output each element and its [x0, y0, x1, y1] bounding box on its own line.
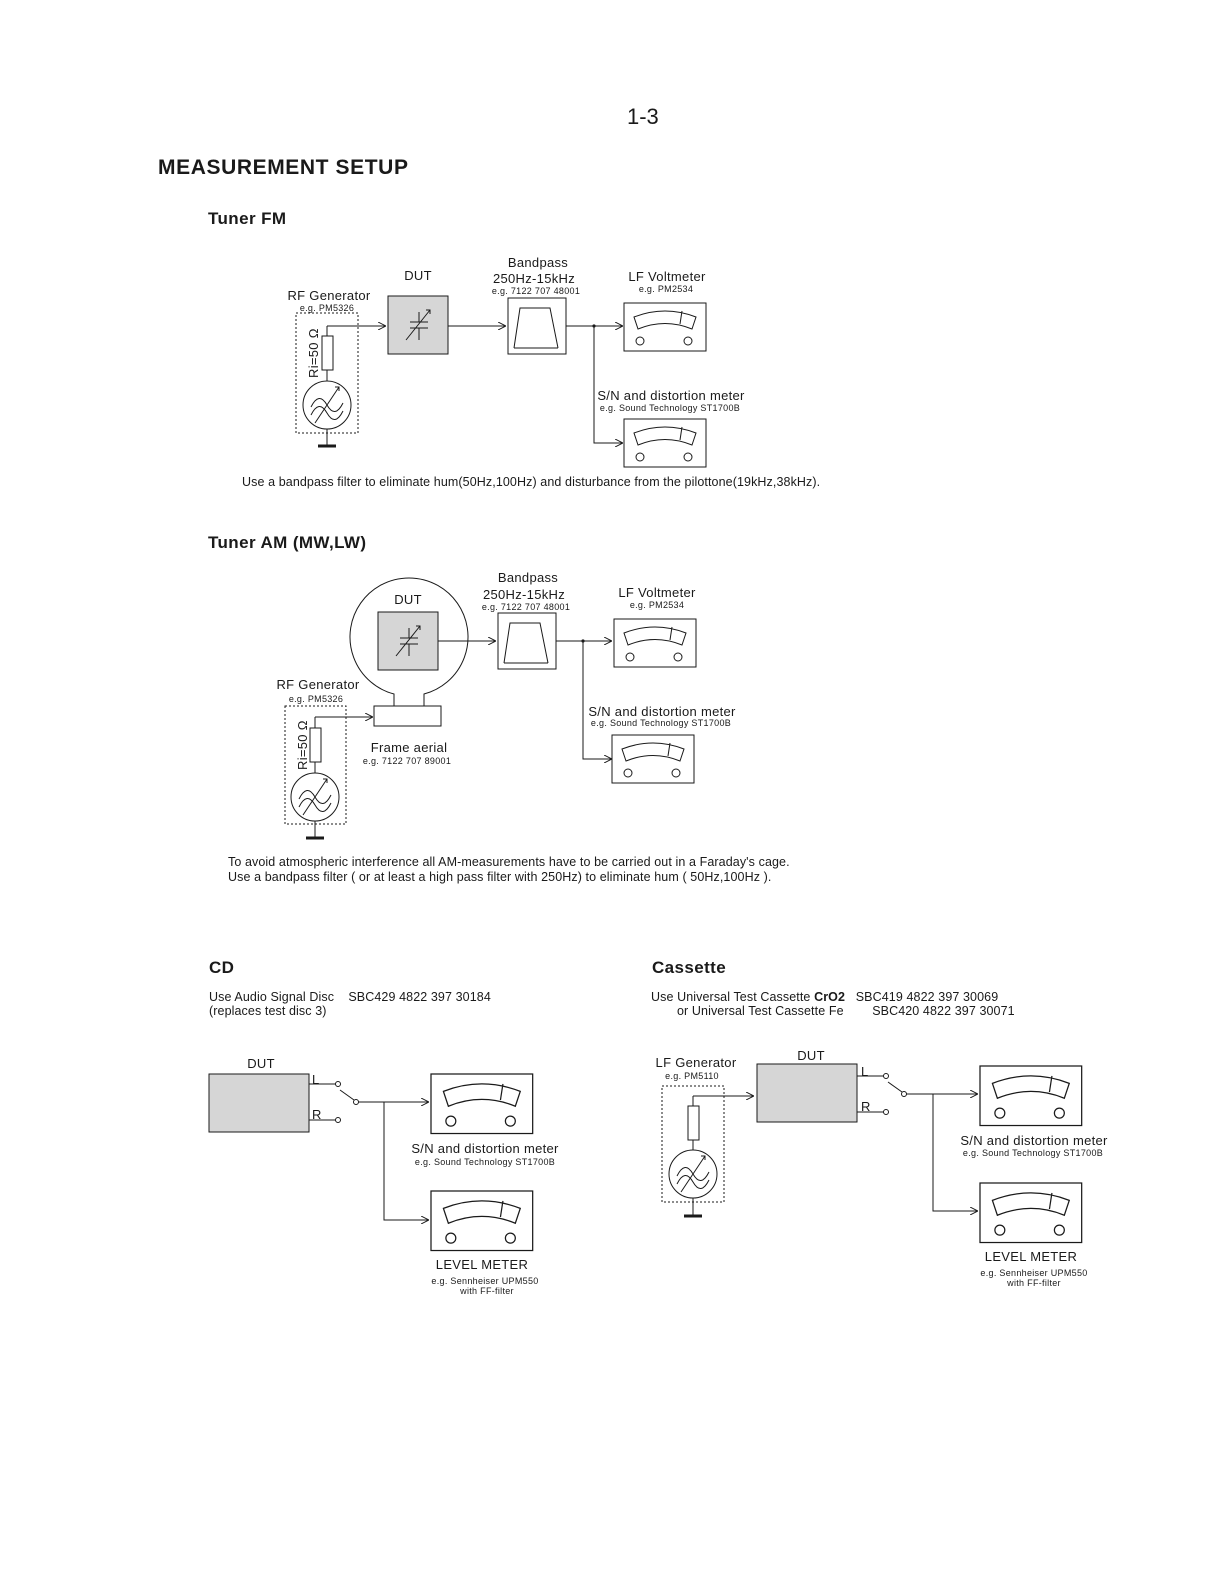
am-heading: Tuner AM (MW,LW): [208, 533, 367, 552]
cassette-desc-text-a: Use Universal Test Cassette: [651, 990, 815, 1004]
fm-sn-meter-icon: [623, 418, 707, 468]
fm-resistor: [321, 335, 334, 371]
cassette-level-meter-eg1: e.g. Sennheiser UPM550: [980, 1268, 1088, 1278]
cassette-desc-line2: or Universal Test Cassette Fe SBC420 482…: [677, 1004, 1015, 1018]
am-lf-voltmeter-icon: [613, 618, 697, 668]
cd-sn-meter-label: S/N and distortion meter: [411, 1141, 559, 1156]
am-note-line2: Use a bandpass filter ( or at least a hi…: [228, 870, 772, 884]
fm-dut-label: DUT: [404, 268, 432, 283]
cassette-sn-meter-label: S/N and distortion meter: [960, 1133, 1108, 1148]
cassette-left-label: L: [861, 1064, 869, 1079]
fm-bandpass-label: Bandpass: [507, 255, 569, 270]
cd-level-meter-eg1: e.g. Sennheiser UPM550: [431, 1276, 539, 1286]
am-sn-meter-label: S/N and distortion meter: [588, 704, 736, 719]
cassette-desc-line1: Use Universal Test Cassette CrO2 SBC419 …: [651, 990, 998, 1005]
cd-left-label: L: [312, 1072, 320, 1087]
fm-lf-voltmeter-label: LF Voltmeter: [628, 269, 706, 284]
cassette-switch: [887, 1081, 903, 1093]
cassette-right-label: R: [861, 1099, 871, 1114]
am-lf-voltmeter-eg: e.g. PM2534: [629, 600, 685, 610]
am-frame-aerial-label: Frame aerial: [370, 740, 448, 755]
am-bandpass-range: 250Hz-15kHz: [482, 587, 566, 602]
cd-dut-box: [208, 1073, 310, 1133]
fm-note: Use a bandpass filter to eliminate hum(5…: [242, 475, 821, 489]
fm-heading: Tuner FM: [208, 209, 287, 228]
cd-desc-line1: Use Audio Signal Disc SBC429 4822 397 30…: [209, 990, 491, 1004]
cd-switch: [339, 1089, 355, 1101]
fm-lf-voltmeter-icon: [623, 302, 707, 352]
cd-sn-meter-eg: e.g. Sound Technology ST1700B: [414, 1157, 556, 1167]
am-dut-label: DUT: [394, 592, 422, 607]
cassette-level-meter-icon: [979, 1182, 1083, 1244]
fm-rf-generator-label: RF Generator: [287, 288, 371, 303]
fm-bandpass-range: 250Hz-15kHz: [492, 271, 576, 286]
fm-sine-generator-icon: [302, 380, 352, 430]
cassette-sn-meter-icon: [979, 1065, 1083, 1127]
cassette-lf-generator-label: LF Generator: [655, 1055, 737, 1070]
am-ri-label: Ri=50 Ω: [295, 720, 310, 770]
fm-sn-meter-eg: e.g. Sound Technology ST1700B: [599, 403, 741, 413]
fm-sn-meter-label: S/N and distortion meter: [597, 388, 745, 403]
cd-level-meter-label: LEVEL METER: [435, 1257, 529, 1272]
cd-diagram: [208, 1073, 534, 1252]
am-sine-generator-icon: [290, 772, 340, 822]
page-title: MEASUREMENT SETUP: [158, 156, 409, 179]
cassette-level-meter-eg2: with FF-filter: [1007, 1278, 1061, 1288]
cd-right-label: R: [312, 1107, 322, 1122]
cassette-desc-text-c: SBC419 4822 397 30069: [845, 990, 999, 1004]
cassette-dut-label: DUT: [797, 1048, 825, 1063]
cd-heading: CD: [209, 958, 235, 977]
am-note-line1: To avoid atmospheric interference all AM…: [228, 855, 790, 869]
am-bandpass-filter-icon: [497, 612, 557, 670]
fm-dut-tuner-icon: [387, 295, 449, 355]
cd-level-meter-icon: [430, 1190, 534, 1252]
am-loop-antenna: [349, 577, 469, 707]
fm-diagram: [295, 295, 707, 468]
cassette-sine-generator-icon: [668, 1149, 718, 1199]
fm-ri-label: Ri=50 Ω: [306, 328, 321, 378]
am-diagram: [284, 577, 697, 840]
am-bandpass-label: Bandpass: [497, 570, 559, 585]
cd-desc-line2: (replaces test disc 3): [209, 1004, 327, 1018]
am-rf-generator-eg: e.g. PM5326: [288, 694, 344, 704]
cd-sn-meter-icon: [430, 1073, 534, 1135]
cd-level-meter-eg2: with FF-filter: [460, 1286, 514, 1296]
cassette-lf-generator-eg: e.g. PM5110: [665, 1071, 719, 1081]
cd-dut-label: DUT: [247, 1056, 275, 1071]
cassette-level-meter-label: LEVEL METER: [984, 1249, 1078, 1264]
am-dut-tuner-icon: [377, 611, 439, 671]
fm-bandpass-filter-icon: [507, 297, 567, 355]
am-frame-aerial-box: [373, 705, 442, 727]
cassette-desc-cro2: CrO2: [814, 990, 846, 1004]
page-number: 1-3: [627, 104, 659, 129]
cassette-dut-box: [756, 1063, 858, 1123]
am-sn-meter-eg: e.g. Sound Technology ST1700B: [590, 718, 732, 728]
am-frame-aerial-eg: e.g. 7122 707 89001: [362, 756, 452, 766]
fm-bandpass-eg: e.g. 7122 707 48001: [491, 286, 581, 296]
am-lf-voltmeter-label: LF Voltmeter: [618, 585, 696, 600]
am-rf-generator-label: RF Generator: [276, 677, 360, 692]
cassette-diagram: [661, 1063, 1083, 1244]
fm-lf-voltmeter-eg: e.g. PM2534: [638, 284, 694, 294]
cassette-sn-meter-eg: e.g. Sound Technology ST1700B: [962, 1148, 1104, 1158]
fm-rf-generator-eg: e.g. PM5326: [299, 303, 355, 313]
am-sn-meter-icon: [611, 734, 695, 784]
cassette-heading: Cassette: [652, 958, 727, 977]
am-bandpass-eg: e.g. 7122 707 48001: [481, 602, 571, 612]
